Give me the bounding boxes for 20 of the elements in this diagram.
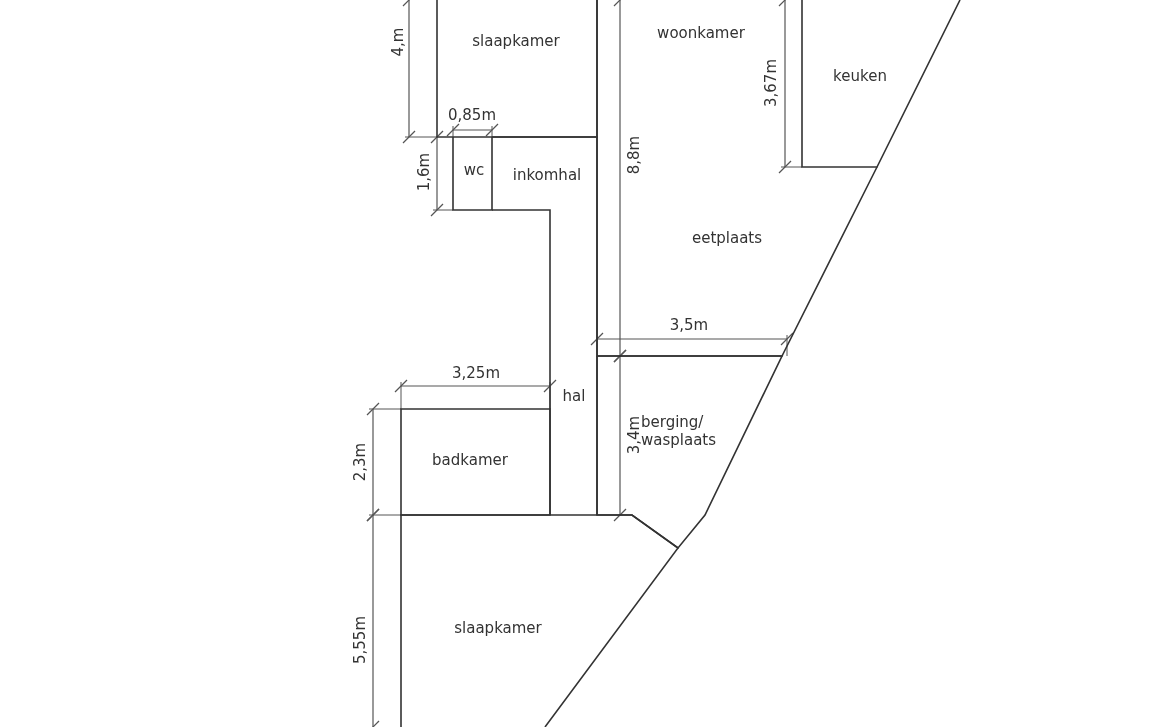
dimension-label: 3,4m	[625, 415, 643, 455]
room-name: berging/ wasplaats	[641, 413, 718, 449]
dimension-label: 3,5m	[669, 316, 709, 334]
dimension-label: 2,3m	[351, 442, 369, 482]
dimension-label: 0,85m	[448, 106, 496, 124]
dimension-label: 8,8m	[625, 135, 643, 175]
room-name: slaapkamer	[454, 619, 542, 637]
dimension-label: 5,55m	[351, 616, 369, 664]
room-name: inkomhal	[512, 166, 582, 184]
room-name: woonkamer	[657, 24, 745, 42]
dimension-label: 1,6m	[415, 152, 433, 192]
room-name: slaapkamer	[472, 32, 560, 50]
room-name: hal	[562, 387, 586, 405]
dimension-label: 3,25m	[452, 364, 500, 382]
dimension-label: 4,m	[389, 27, 407, 57]
room-name: eetplaats	[691, 229, 763, 247]
room-name: keuken	[833, 67, 887, 85]
room-name: badkamer	[432, 451, 508, 469]
dimension-label: 3,67m	[762, 59, 780, 107]
room-name: wc	[463, 161, 485, 179]
